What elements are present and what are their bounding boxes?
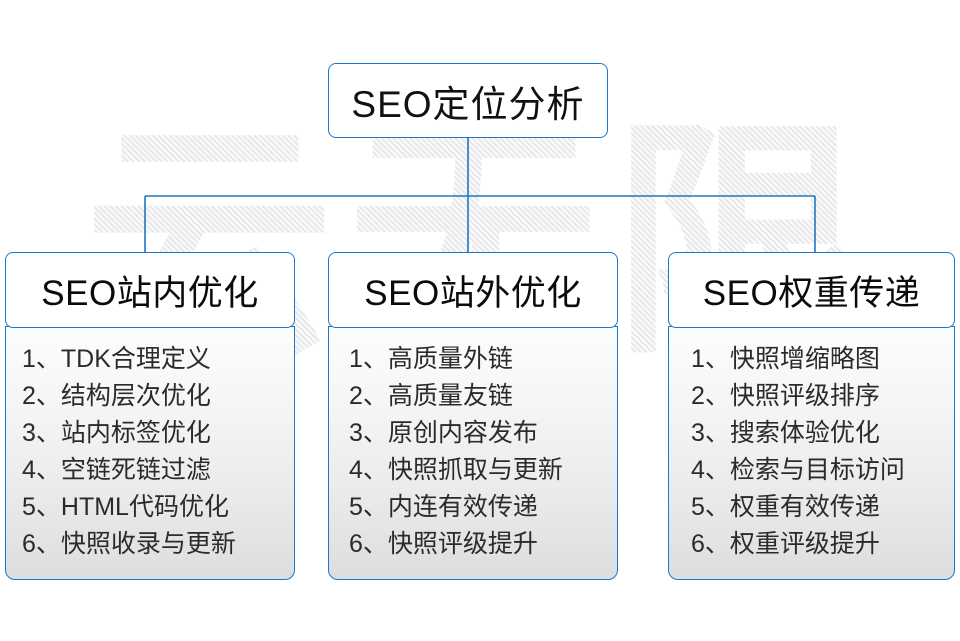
list-item-number: 3、 xyxy=(691,419,730,448)
list-item[interactable]: 3、 原创内容发布 xyxy=(349,415,617,452)
list-item-label: 高质量友链 xyxy=(387,382,513,411)
list-item-label: 原创内容发布 xyxy=(387,419,538,448)
branch-header-label: SEO权重传递 xyxy=(702,273,921,313)
list-item-label: 快照评级排序 xyxy=(729,382,880,411)
list-item-number: 1、 xyxy=(22,345,61,374)
list-item-label: TDK合理定义 xyxy=(60,345,211,374)
list-item-number: 4、 xyxy=(22,456,61,485)
list-item[interactable]: 1、 快照增缩略图 xyxy=(691,341,954,378)
branch-header-offsite[interactable]: SEO站外优化 xyxy=(328,252,618,328)
list-item-label: 高质量外链 xyxy=(387,345,513,374)
list-item-label: 快照增缩略图 xyxy=(729,345,880,374)
list-item-number: 3、 xyxy=(22,419,61,448)
item-list-offsite: 1、 高质量外链 2、 高质量友链 3、 原创内容发布 4、 快照抓取与更新 5… xyxy=(349,341,617,563)
list-item[interactable]: 4、 快照抓取与更新 xyxy=(349,452,617,489)
list-item-label: 快照评级提升 xyxy=(387,530,538,559)
branch-header-onsite[interactable]: SEO站内优化 xyxy=(5,252,295,328)
list-item-label: 空链死链过滤 xyxy=(60,456,211,485)
item-list-onsite: 1、 TDK合理定义 2、 结构层次优化 3、 站内标签优化 4、 空链死链过滤… xyxy=(22,341,294,563)
list-item-number: 6、 xyxy=(349,530,388,559)
list-item-number: 2、 xyxy=(691,382,730,411)
list-item-label: 内连有效传递 xyxy=(387,493,538,522)
list-item-label: 搜索体验优化 xyxy=(729,419,880,448)
list-item-label: 权重评级提升 xyxy=(729,530,880,559)
list-item[interactable]: 3、 搜索体验优化 xyxy=(691,415,954,452)
list-item-label: 快照收录与更新 xyxy=(60,530,236,559)
list-item-number: 1、 xyxy=(691,345,730,374)
list-item-label: 站内标签优化 xyxy=(60,419,211,448)
list-item-label: 权重有效传递 xyxy=(729,493,880,522)
list-item[interactable]: 4、 检索与目标访问 xyxy=(691,452,954,489)
list-item-number: 5、 xyxy=(691,493,730,522)
root-node[interactable]: SEO定位分析 xyxy=(328,63,608,138)
list-item-label: HTML代码优化 xyxy=(60,493,229,522)
list-item[interactable]: 2、 高质量友链 xyxy=(349,378,617,415)
list-item[interactable]: 5、 内连有效传递 xyxy=(349,489,617,526)
branch-body-weight: 1、 快照增缩略图 2、 快照评级排序 3、 搜索体验优化 4、 检索与目标访问… xyxy=(668,326,955,581)
list-item[interactable]: 4、 空链死链过滤 xyxy=(22,452,294,489)
list-item[interactable]: 5、 权重有效传递 xyxy=(691,489,954,526)
list-item[interactable]: 1、 高质量外链 xyxy=(349,341,617,378)
branch-onsite: SEO站内优化 1、 TDK合理定义 2、 结构层次优化 3、 站内标签优化 4… xyxy=(5,252,295,581)
list-item[interactable]: 1、 TDK合理定义 xyxy=(22,341,294,378)
list-item[interactable]: 6、 快照评级提升 xyxy=(349,526,617,563)
list-item[interactable]: 2、 结构层次优化 xyxy=(22,378,294,415)
root-node-title: SEO定位分析 xyxy=(351,83,585,125)
list-item[interactable]: 6、 快照收录与更新 xyxy=(22,526,294,563)
list-item-number: 6、 xyxy=(691,530,730,559)
list-item-number: 5、 xyxy=(349,493,388,522)
list-item-number: 2、 xyxy=(22,382,61,411)
item-list-weight: 1、 快照增缩略图 2、 快照评级排序 3、 搜索体验优化 4、 检索与目标访问… xyxy=(691,341,954,563)
list-item-number: 2、 xyxy=(349,382,388,411)
list-item[interactable]: 6、 权重评级提升 xyxy=(691,526,954,563)
list-item-number: 6、 xyxy=(22,530,61,559)
branch-header-label: SEO站外优化 xyxy=(364,273,582,313)
branch-header-label: SEO站内优化 xyxy=(41,273,259,313)
list-item-label: 检索与目标访问 xyxy=(729,456,905,485)
branch-body-offsite: 1、 高质量外链 2、 高质量友链 3、 原创内容发布 4、 快照抓取与更新 5… xyxy=(328,326,618,581)
list-item-label: 快照抓取与更新 xyxy=(387,456,563,485)
list-item[interactable]: 3、 站内标签优化 xyxy=(22,415,294,452)
branch-weight: SEO权重传递 1、 快照增缩略图 2、 快照评级排序 3、 搜索体验优化 4、 xyxy=(668,252,955,581)
branch-header-weight[interactable]: SEO权重传递 xyxy=(668,252,955,328)
list-item-number: 1、 xyxy=(349,345,388,374)
list-item[interactable]: 5、 HTML代码优化 xyxy=(22,489,294,526)
list-item-number: 4、 xyxy=(349,456,388,485)
list-item-label: 结构层次优化 xyxy=(60,382,211,411)
list-item-number: 4、 xyxy=(691,456,730,485)
branch-body-onsite: 1、 TDK合理定义 2、 结构层次优化 3、 站内标签优化 4、 空链死链过滤… xyxy=(5,326,295,581)
list-item[interactable]: 2、 快照评级排序 xyxy=(691,378,954,415)
list-item-number: 3、 xyxy=(349,419,388,448)
list-item-number: 5、 xyxy=(22,493,61,522)
branch-offsite: SEO站外优化 1、 高质量外链 2、 高质量友链 3、 原创内容发布 4、 快 xyxy=(328,252,618,581)
